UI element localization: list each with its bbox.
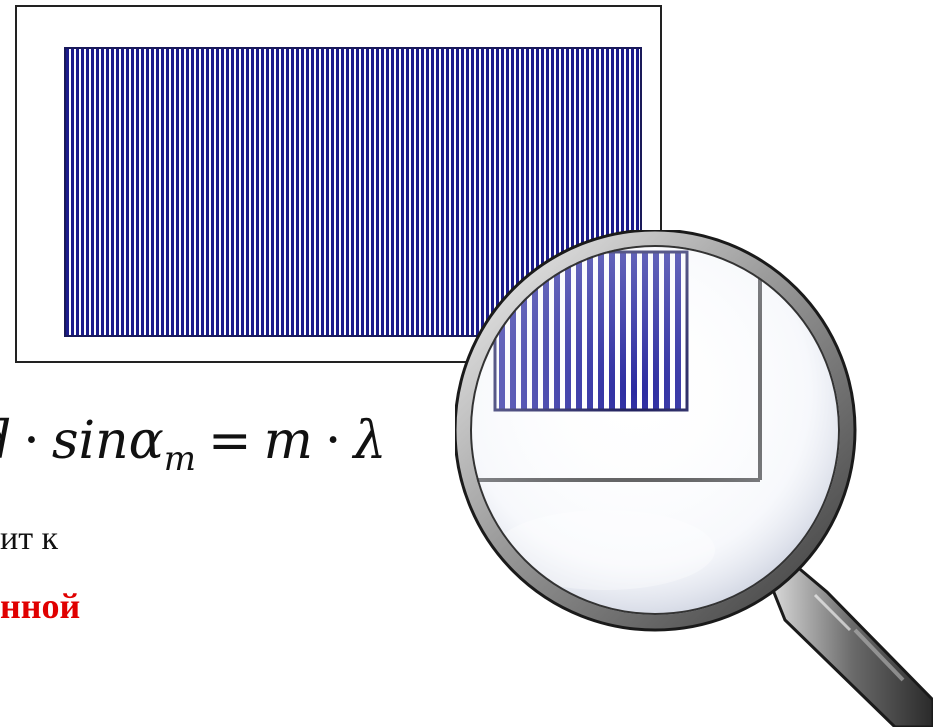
magnifier-handle [771, 562, 933, 727]
formula-sin: sin [51, 411, 129, 471]
grating-frame [15, 5, 662, 363]
formula-alpha: α [128, 411, 164, 471]
formula-lambda: λ [353, 411, 387, 471]
caption-line-2: нной [0, 586, 81, 626]
formula-dot-2: · [324, 411, 342, 471]
caption-line-1: ит к [0, 520, 59, 557]
magnifying-glass-icon [455, 230, 933, 727]
formula-equals: = [208, 411, 252, 471]
grating-formula: d·sinαm=m·λ [0, 415, 386, 476]
formula-m: m [263, 411, 313, 471]
formula-d: d [0, 411, 11, 471]
formula-subscript-m: m [163, 438, 197, 479]
formula-dot-1: · [23, 411, 40, 471]
